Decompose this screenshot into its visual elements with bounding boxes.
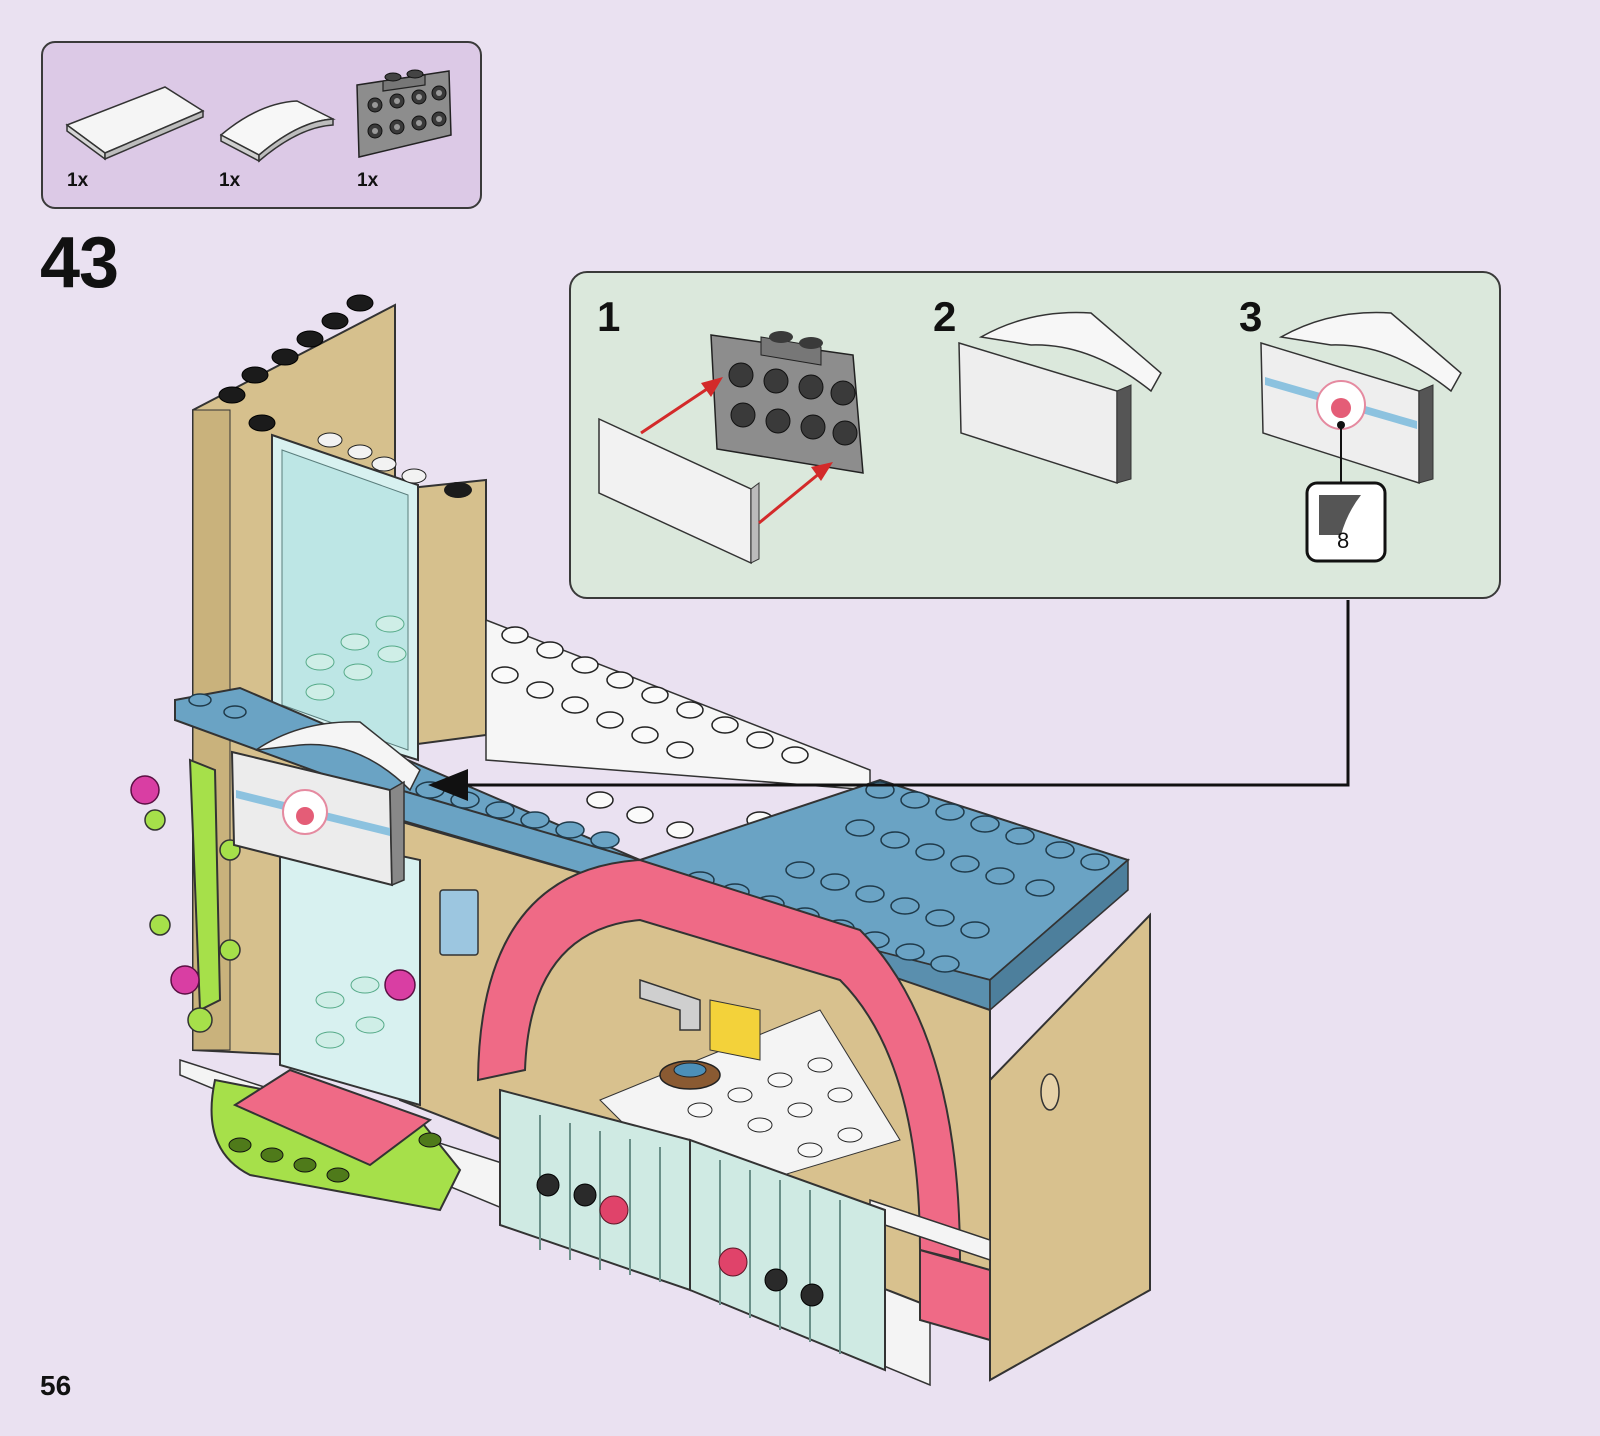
- page-number: 56: [40, 1370, 71, 1402]
- sub-assembly-box: 1 2 3: [569, 271, 1501, 599]
- step1-bracket-plate: [711, 331, 863, 473]
- step3-assembly: [1261, 313, 1461, 484]
- red-arrow-2: [759, 468, 826, 523]
- sub-assembly-drawing: [571, 273, 1499, 597]
- sticker-number: 8: [1337, 528, 1349, 554]
- side-emblem: [1041, 1074, 1059, 1110]
- step2-assembly: [959, 313, 1161, 484]
- red-arrow-1: [641, 383, 716, 433]
- wall-panel: [440, 890, 478, 955]
